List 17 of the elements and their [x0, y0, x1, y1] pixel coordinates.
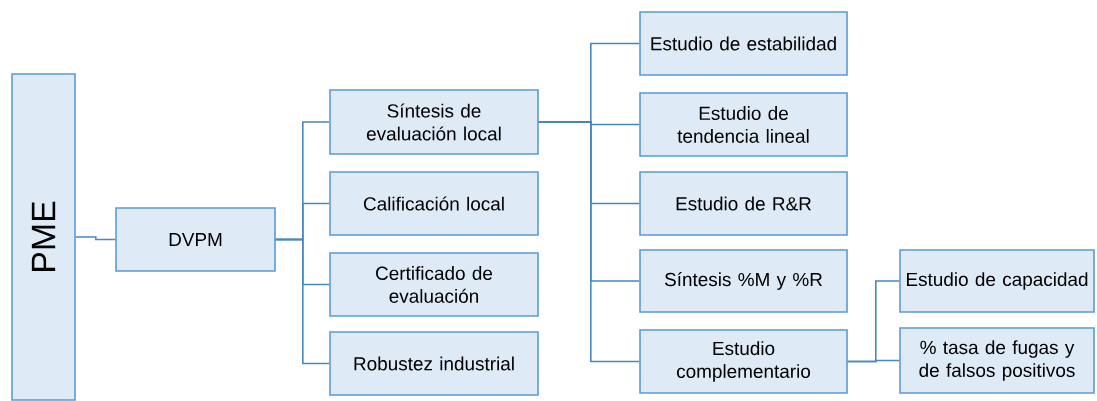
process-box: % tasa de fugas y de falsos positivos [899, 327, 1095, 394]
process-box: DVPM [115, 207, 276, 272]
process-box: Estudio complementario [639, 329, 848, 394]
connector [75, 236, 116, 241]
connector [538, 121, 640, 363]
process-box: Estudio de tendencia lineal [639, 92, 848, 157]
process-box: Síntesis %M y %R [639, 249, 848, 313]
process-box: Estudio de capacidad [899, 249, 1095, 313]
connector [847, 359, 900, 363]
process-box: Calificación local [329, 171, 539, 236]
side-bar: PME [11, 73, 76, 401]
process-box: Certificado de evaluación [329, 252, 539, 317]
process-box: Estudio de R&R [639, 171, 848, 236]
process-box: Síntesis de evaluación local [329, 89, 539, 155]
connector [275, 238, 330, 365]
process-box: Robustez industrial [329, 331, 539, 396]
process-box: Estudio de estabilidad [639, 11, 848, 76]
